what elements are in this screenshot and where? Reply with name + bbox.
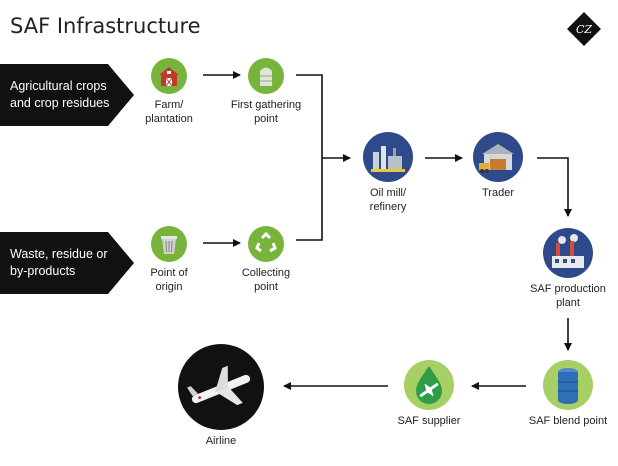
banner-arrow-shape (0, 64, 134, 126)
node-label-origin: Point of origin (150, 267, 188, 293)
cz-logo-icon: CZ (567, 12, 601, 46)
refinery-icon (363, 132, 413, 182)
recycle-icon (248, 226, 284, 262)
banner-arrow-shape (0, 232, 134, 294)
input-banner-crops: Agricultural crops and crop residues (0, 64, 134, 126)
node-collecting: Collecting point (211, 226, 321, 294)
page-title: SAF Infrastructure (10, 14, 201, 38)
storage-tank-icon (543, 360, 593, 410)
node-blend: SAF blend point (513, 360, 618, 428)
trash-bin-icon (151, 226, 187, 262)
input-label-waste: Waste, residue or by-products (10, 247, 108, 278)
node-refinery: Oil mill/ refinery (333, 132, 443, 214)
node-label-collecting: Collecting point (241, 267, 291, 293)
node-supplier: SAF supplier (374, 360, 484, 428)
node-trader: Trader (443, 132, 553, 200)
node-farm: Farm/ plantation (114, 58, 224, 126)
node-label-supplier: SAF supplier (397, 415, 461, 427)
node-label-trader: Trader (482, 187, 514, 199)
barn-icon (151, 58, 187, 94)
node-label-refinery: Oil mill/ refinery (369, 187, 407, 213)
node-gathering: First gathering point (211, 58, 321, 126)
silo-icon (248, 58, 284, 94)
input-banner-waste: Waste, residue or by-products (0, 232, 134, 294)
fuel-drop-plane-icon (404, 360, 454, 410)
input-label-crops: Agricultural crops and crop residues (10, 79, 110, 110)
node-label-airline: Airline (205, 435, 237, 447)
node-label-gathering: First gathering point (230, 99, 302, 125)
warehouse-icon (473, 132, 523, 182)
node-label-blend: SAF blend point (528, 415, 608, 427)
node-airline: Airline (166, 344, 276, 448)
arrow-trader-to-production (537, 157, 572, 217)
airplane-icon (178, 344, 264, 430)
node-production: SAF production plant (513, 228, 618, 310)
svg-text:CZ: CZ (576, 23, 592, 36)
node-label-production: SAF production plant (530, 283, 606, 309)
node-origin: Point of origin (114, 226, 224, 294)
factory-icon (543, 228, 593, 278)
node-label-farm: Farm/ plantation (145, 99, 193, 125)
